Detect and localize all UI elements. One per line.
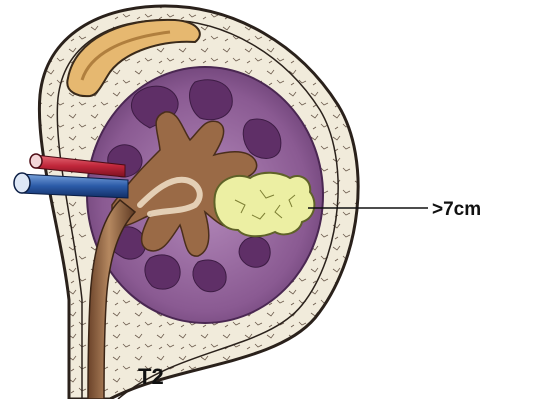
renal-vein-lumen — [14, 173, 30, 193]
pyramid-6 — [145, 255, 180, 289]
tumor-size-label: >7cm — [432, 199, 481, 221]
stage-label: T2 — [138, 364, 164, 390]
renal-artery-lumen — [30, 154, 42, 168]
renal-tumor — [214, 173, 314, 237]
pyramid-8 — [239, 237, 270, 267]
pyramid-2 — [190, 80, 233, 120]
